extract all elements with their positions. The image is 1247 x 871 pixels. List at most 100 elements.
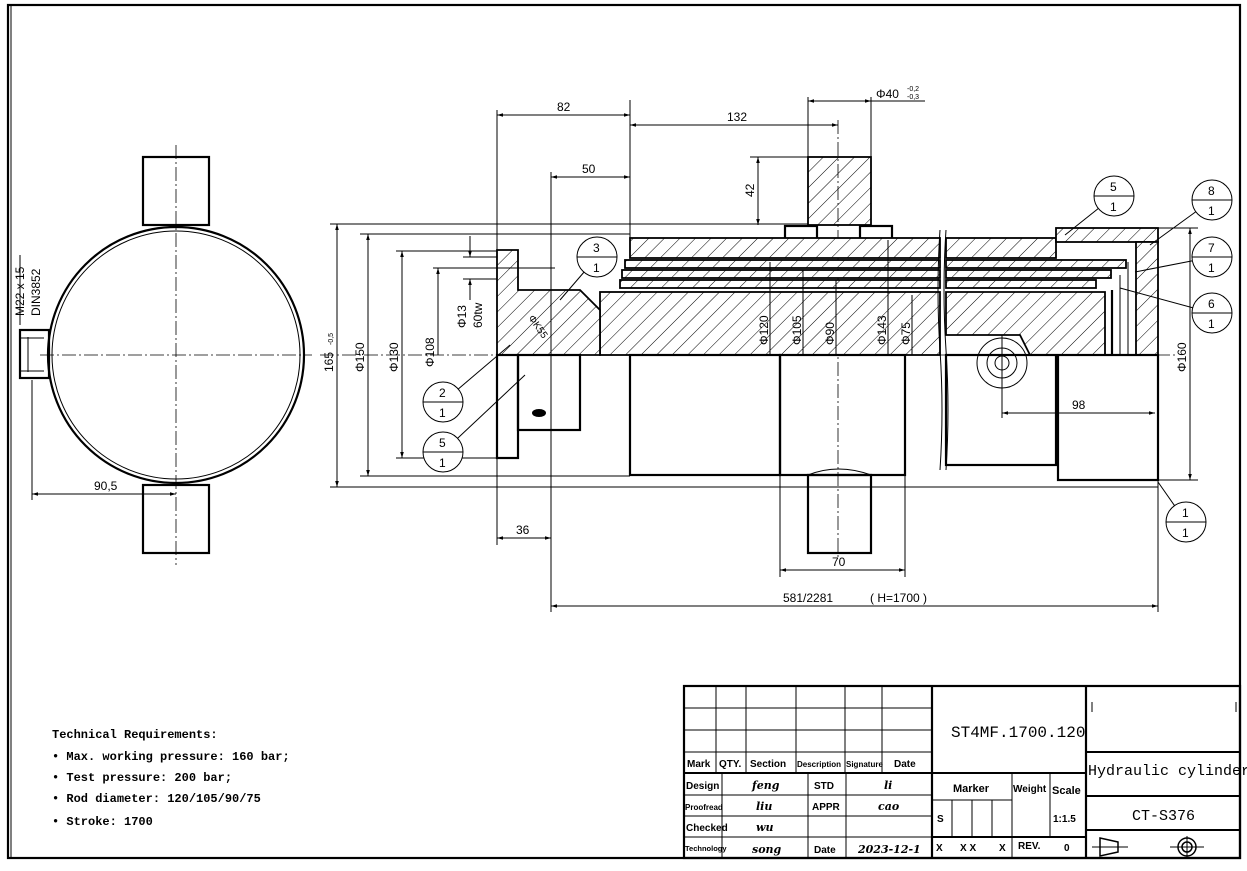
requirement-item: • Rod diameter: 120/105/90/75 [52,792,261,806]
dim-120: Φ120 [757,315,771,345]
port-boss [18,328,51,380]
dim-40-tol-lower: -0,3 [907,94,919,101]
balloon-item: 1 [1182,506,1189,520]
dim-stroke-note: ( H=1700 ) [870,591,927,605]
balloon-quantity: 1 [1182,526,1189,540]
header-date: Date [894,759,916,770]
balloon-quantity: 1 [593,261,600,275]
header-signature: Signature [846,760,883,769]
dim-150: Φ150 [353,342,367,372]
end-cap [1055,227,1159,243]
marker-x3: X [999,843,1006,854]
dim-160: Φ160 [1175,342,1189,372]
balloon-item: 2 [439,386,446,400]
dim-108: Φ108 [423,337,437,367]
requirement-item: • Stroke: 1700 [52,815,153,829]
label-technology: Technology [685,844,727,853]
balloon: 61 [1119,287,1233,334]
thread-label: M22 x 15 [13,266,27,316]
balloon-item: 6 [1208,297,1215,311]
balloon-item: 8 [1208,184,1215,198]
balloon-quantity: 1 [1208,204,1215,218]
balloon-quantity: 1 [439,406,446,420]
label-date: Date [814,845,836,856]
signature-design: feng [751,779,780,792]
label-design: Design [686,781,719,792]
dim-143: Φ143 [875,315,889,345]
signature-std: li [884,779,892,792]
marker-x2: X X [960,843,976,854]
balloon-quantity: 1 [1208,317,1215,331]
dim-105: Φ105 [790,315,804,345]
weight-label: Weight [1013,784,1047,795]
rev-value: 0 [1064,843,1070,854]
balloon-item: 7 [1208,241,1215,255]
balloon-item: 3 [593,241,600,255]
requirement-item: • Max. working pressure: 160 bar; [52,750,290,764]
dim-165-tol: -0,5 [328,333,335,345]
scale-label: Scale [1052,785,1081,797]
header-description: Description [797,760,841,769]
balloon: 51 [1064,175,1135,236]
label-appr: APPR [812,802,841,813]
balloon: 71 [1134,236,1233,278]
dim-50: 50 [582,162,596,176]
label-checked: Checked [686,823,728,834]
scale-value: 1:1.5 [1053,814,1076,825]
date-value: 2023-12-1 [857,843,921,856]
signature-technology: song [752,843,782,856]
balloon-quantity: 1 [439,456,446,470]
dim-13-sub: 60tw [471,302,485,328]
rev-label: REV. [1018,841,1041,852]
dim-130: Φ130 [387,342,401,372]
marker-s: S [937,814,944,825]
balloon: 21 [422,344,511,423]
title-block: Mark QTY. Section Description Signature … [682,684,1247,860]
drawing-frame [6,3,1242,860]
balloon: 51 [422,374,526,473]
dim-70: 70 [832,555,846,569]
dim-132: 132 [727,110,747,124]
header-section: Section [750,759,786,770]
balloon-quantity: 1 [1208,261,1215,275]
end-view: M22 x 15 DIN3852 90,5 [13,145,312,565]
balloon: 11 [1157,481,1207,543]
dim-42: 42 [743,183,757,197]
balloon-item: 5 [1110,180,1117,194]
dim-40: Φ40 [876,87,899,101]
dim-40-tol-upper: -0,2 [907,86,919,93]
marker-x1: X [936,843,943,854]
dim-36: 36 [516,523,530,537]
dim-90-5: 90,5 [94,479,118,493]
requirements-title: Technical Requirements: [52,728,218,742]
dim-total-length: 581/2281 [783,591,833,605]
part-number: CT-S376 [1132,808,1195,825]
drawing-number: ST4MF.1700.120 [951,724,1085,742]
label-std: STD [814,781,834,792]
signature-proofread: liu [756,800,772,813]
header-mark: Mark [687,759,711,770]
balloon: 81 [1149,179,1233,246]
dim-82: 82 [557,100,571,114]
dim-90: Φ90 [823,322,837,345]
signature-appr: cao [878,800,899,813]
drawing-title: Hydraulic cylinder [1088,763,1247,780]
dim-75: Φ75 [899,322,913,345]
dimensions: 82 132 Φ40 -0,2 -0,3 42 50 165 -0,5 Φ150… [322,86,1198,612]
dim-13: Φ13 [455,305,469,328]
marker-label: Marker [953,783,990,795]
signature-checked: wu [756,821,773,834]
dim-165: 165 [322,352,336,372]
standard-label: DIN3852 [29,268,43,316]
balloon-quantity: 1 [1110,200,1117,214]
trunnion [807,156,872,226]
balloon-item: 5 [439,436,446,450]
label-proofread: Proofread [685,803,723,812]
projection-symbol-icon [1092,836,1204,858]
balloon: 31 [559,236,618,301]
technical-requirements: Technical Requirements: • Max. working p… [52,728,290,829]
requirement-item: • Test pressure: 200 bar; [52,771,232,785]
dim-98: 98 [1072,398,1086,412]
